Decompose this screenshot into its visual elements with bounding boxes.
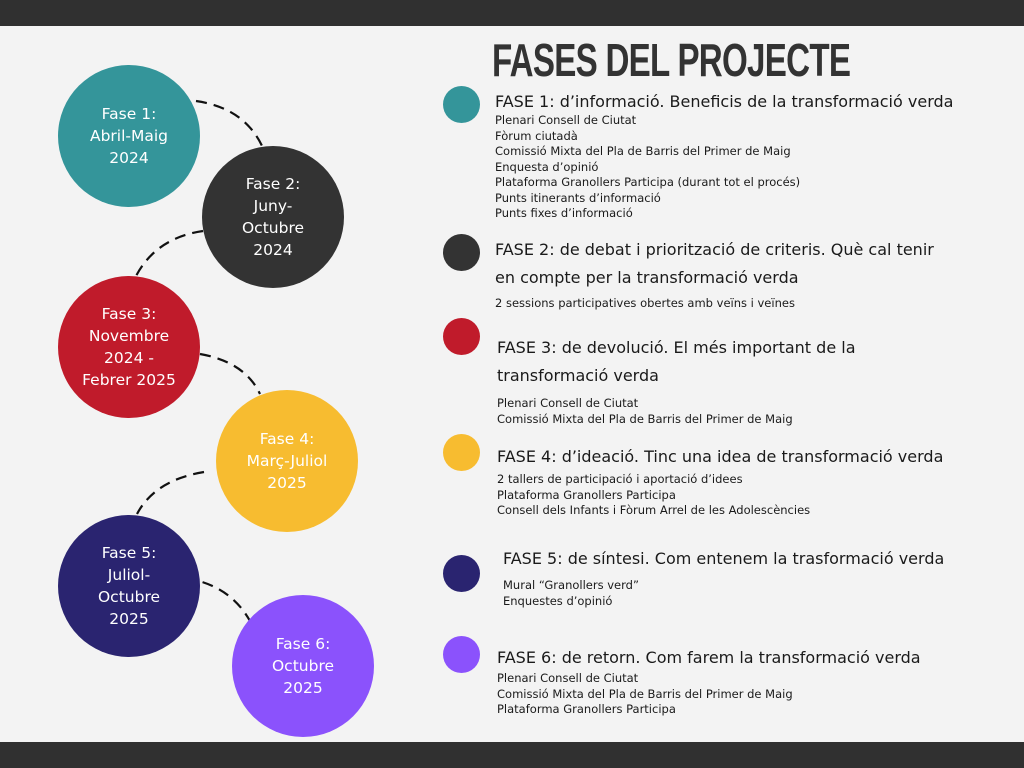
bottom-bar (0, 742, 1024, 768)
timeline-circle-fase-4: Fase 4: Març-Juliol 2025 (216, 390, 358, 532)
phase-item: Plataforma Granollers Participa (durant … (495, 175, 801, 189)
phase-dot-fase-3 (443, 318, 480, 355)
phase-block-fase-5: FASE 5: de síntesi. Com entenem la trasf… (503, 545, 944, 609)
phase-dot-fase-5 (443, 555, 480, 592)
phase-item: Plataforma Granollers Participa (497, 702, 676, 716)
phase-items: Mural “Granollers verd” Enquestes d’opin… (503, 578, 944, 609)
phase-item: Fòrum ciutadà (495, 128, 578, 143)
phase-dot-fase-4 (443, 434, 480, 471)
phase-block-fase-1: FASE 1: d’informació. Beneficis de la tr… (495, 89, 953, 222)
timeline-label-fase-1: Fase 1: Abril-Maig 2024 (89, 105, 169, 167)
phase-title: FASE 4: d’ideació. Tinc una idea de tran… (497, 447, 944, 466)
timeline-circle-fase-6: Fase 6: Octubre 2025 (232, 595, 374, 737)
connector-2-3 (134, 229, 204, 279)
phase-items: Plenari Consell de Ciutat Comissió Mixta… (497, 396, 856, 427)
timeline-circle-fase-1: Fase 1: Abril-Maig 2024 (58, 65, 200, 207)
phase-item: Comissió Mixta del Pla de Barris del Pri… (497, 411, 793, 426)
phase-item: Plenari Consell de Ciutat (497, 671, 639, 685)
timeline-label-fase-4: Fase 4: Març-Juliol 2025 (246, 430, 328, 492)
phase-items: Plenari Consell de Ciutat Comissió Mixta… (497, 671, 921, 718)
phase-block-fase-6: FASE 6: de retorn. Com farem la transfor… (497, 644, 921, 718)
phase-item: Enquestes d’opinió (503, 593, 613, 608)
phase-dot-fase-1 (443, 86, 480, 123)
phase-title: FASE 5: de síntesi. Com entenem la trasf… (503, 549, 945, 568)
phase-title: FASE 3: de devolució. El més important d… (497, 338, 856, 385)
phase-item: Plataforma Granollers Participa (497, 487, 676, 502)
top-bar (0, 0, 1024, 26)
phase-items: Plenari Consell de Ciutat Fòrum ciutadà … (495, 113, 953, 222)
phase-dot-fase-6 (443, 636, 480, 673)
connector-4-5 (136, 470, 205, 515)
phase-item: Consell dels Infants i Fòrum Arrel de le… (497, 503, 811, 517)
phase-block-fase-4: FASE 4: d’ideació. Tinc una idea de tran… (497, 443, 943, 519)
phase-title: FASE 1: d’informació. Beneficis de la tr… (495, 92, 954, 111)
connector-1-2 (195, 99, 265, 149)
timeline-label-fase-3: Fase 3: Novembre 2024 - Febrer 2025 (82, 305, 176, 389)
phase-item: Punts itinerants d’informació (495, 190, 661, 205)
timeline-label-fase-5: Fase 5: Juliol- Octubre 2025 (97, 544, 161, 628)
timeline-label-fase-6: Fase 6: Octubre 2025 (271, 635, 335, 697)
phase-title: FASE 6: de retorn. Com farem la transfor… (497, 648, 921, 667)
phase-block-fase-3: FASE 3: de devolució. El més important d… (497, 334, 856, 427)
phase-item: Comissió Mixta del Pla de Barris del Pri… (495, 144, 791, 158)
phase-item: 2 tallers de participació i aportació d’… (497, 472, 743, 486)
phase-items: 2 tallers de participació i aportació d’… (497, 472, 943, 519)
timeline-circle-fase-2: Fase 2: Juny- Octubre 2024 (202, 146, 344, 288)
page-title: FASES DEL PROJECTE (492, 34, 851, 86)
phase-item: Enquesta d’opinió (495, 159, 599, 174)
connector-3-4 (199, 352, 261, 395)
timeline-label-fase-2: Fase 2: Juny- Octubre 2024 (241, 175, 305, 259)
timeline-circle-fase-5: Fase 5: Juliol- Octubre 2025 (58, 515, 200, 657)
phase-item: 2 sessions participatives obertes amb ve… (495, 296, 795, 310)
phase-item: Mural “Granollers verd” (503, 578, 639, 592)
phase-item: Plenari Consell de Ciutat (495, 113, 637, 127)
phase-item: Comissió Mixta del Pla de Barris del Pri… (497, 686, 793, 701)
phase-title: FASE 2: de debat i priorització de crite… (495, 240, 934, 287)
timeline-circle-fase-3: Fase 3: Novembre 2024 - Febrer 2025 (58, 276, 200, 418)
phase-block-fase-2: FASE 2: de debat i priorització de crite… (495, 236, 934, 312)
phase-dot-fase-2 (443, 234, 480, 271)
phase-item: Punts fixes d’informació (495, 206, 633, 220)
phase-items: 2 sessions participatives obertes amb ve… (495, 296, 934, 312)
phase-item: Plenari Consell de Ciutat (497, 396, 639, 410)
